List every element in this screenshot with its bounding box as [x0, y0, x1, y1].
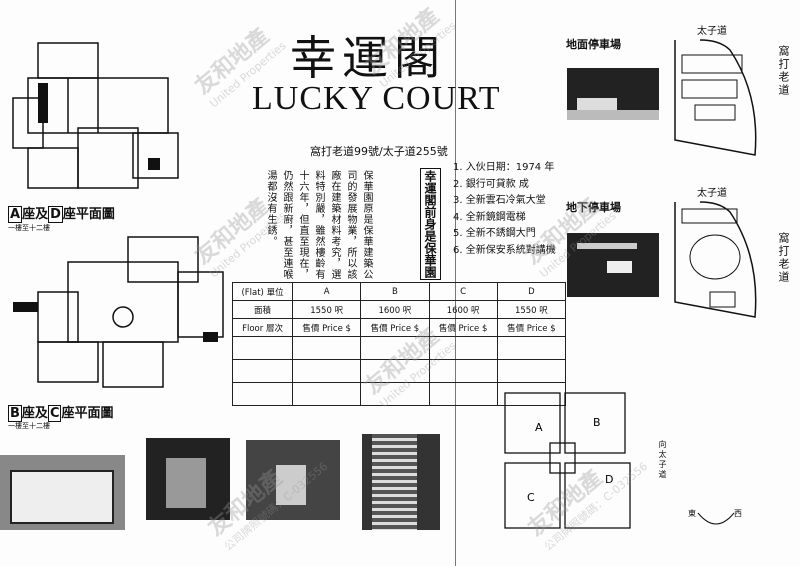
price-table: (Flat) 單位 A B C D 面積 1550 呎 1600 呎 1600 … [231, 282, 567, 406]
building-exterior-photo [362, 434, 440, 530]
road-label-top: 太子道 [697, 26, 727, 37]
feature-item: 3. 全新雲石冷氣大堂 [453, 195, 546, 206]
table-row [231, 336, 567, 360]
table-cell: 1600 呎 [360, 300, 430, 319]
underground-parking-label: 地下停車場 [566, 201, 621, 214]
compass-west: 西 [734, 509, 742, 518]
address: 窩打老道99號/太子道255號 [310, 145, 448, 158]
road-label-top: 太子道 [697, 188, 727, 199]
table-cell: B [360, 282, 430, 301]
ground-parking-label: 地面停車場 [566, 38, 621, 51]
lobby-photo [146, 438, 230, 520]
underground-parking-site-plan [674, 201, 757, 318]
table-cell: 面積 [231, 300, 294, 319]
table-cell: 1600 呎 [428, 300, 498, 319]
table-cell: Floor 層次 [231, 318, 294, 337]
title-chinese: 幸運閣 [290, 31, 446, 85]
intro-body: 保華園原是保華建築公司的發展物業，所以該廠在建築材料考究，選料特別嚴，雖然樓齡有… [265, 170, 372, 280]
table-cell: A [292, 282, 362, 301]
block-a-marker: A [535, 421, 543, 434]
compass-east: 東 [688, 509, 696, 518]
compass-arc-icon [697, 512, 735, 525]
feature-item: 5. 全新不銹鋼大門 [453, 228, 536, 239]
feature-item: 6. 全新保安系統對講機 [453, 244, 556, 256]
table-cell: 1550 呎 [496, 300, 567, 319]
ground-parking-photo [567, 68, 659, 120]
caption-text: 座及 [21, 406, 48, 421]
caption-text: 座及 [22, 207, 49, 222]
intro-heading: 幸運閣前身是保華園 [420, 168, 441, 280]
hallway-photo [246, 440, 340, 520]
table-row [231, 382, 567, 406]
block-b-label: B [8, 405, 22, 422]
table-cell: 售價 Price $ [292, 318, 362, 337]
road-label-side: 窩打老道 [777, 45, 790, 97]
underground-parking-photo [567, 233, 659, 297]
block-d-marker: D [605, 473, 613, 486]
floor-range: 一樓至十二樓 [8, 422, 50, 430]
interior-photo [0, 455, 125, 530]
floor-plan-a-d [12, 42, 179, 189]
table-cell: 售價 Price $ [360, 318, 430, 337]
block-d-label: D [48, 206, 63, 223]
block-a-label: A [8, 206, 23, 223]
table-cell: C [428, 282, 498, 301]
block-b-marker: B [593, 416, 601, 429]
table-cell: 1550 呎 [292, 300, 362, 319]
feature-item: 1. 入伙日期：1974 年 [453, 162, 555, 173]
table-cell: 售價 Price $ [496, 318, 567, 337]
feature-item: 4. 全新鏡鋼電梯 [453, 211, 526, 223]
table-row: 面積 1550 呎 1600 呎 1600 呎 1550 呎 [231, 300, 567, 319]
table-cell: 售價 Price $ [428, 318, 498, 337]
floor-plan-b-c [13, 236, 224, 388]
facing-road-label: 向太子道 [658, 440, 667, 480]
features-list: 1. 入伙日期：1974 年 2. 銀行可貸款 成 3. 全新雲石冷氣大堂 4.… [453, 160, 556, 259]
caption-text: 座平面圖 [61, 406, 114, 421]
block-c-marker: C [527, 491, 535, 504]
site-floor-plan: A B C D [504, 392, 631, 529]
block-c-label: C [47, 405, 62, 422]
road-label-side: 窩打老道 [777, 232, 790, 284]
ground-parking-site-plan [674, 39, 757, 156]
table-row: Floor 層次 售價 Price $ 售價 Price $ 售價 Price … [231, 318, 567, 337]
table-cell: (Flat) 單位 [231, 282, 294, 301]
feature-item: 2. 銀行可貸款 成 [453, 178, 529, 190]
floor-range: 一樓至十二樓 [8, 224, 50, 232]
table-header-row: (Flat) 單位 A B C D [231, 282, 567, 301]
table-row [231, 359, 567, 383]
caption-text: 座平面圖 [62, 207, 115, 222]
title-english: LUCKY COURT [252, 80, 501, 117]
table-cell: D [496, 282, 567, 301]
